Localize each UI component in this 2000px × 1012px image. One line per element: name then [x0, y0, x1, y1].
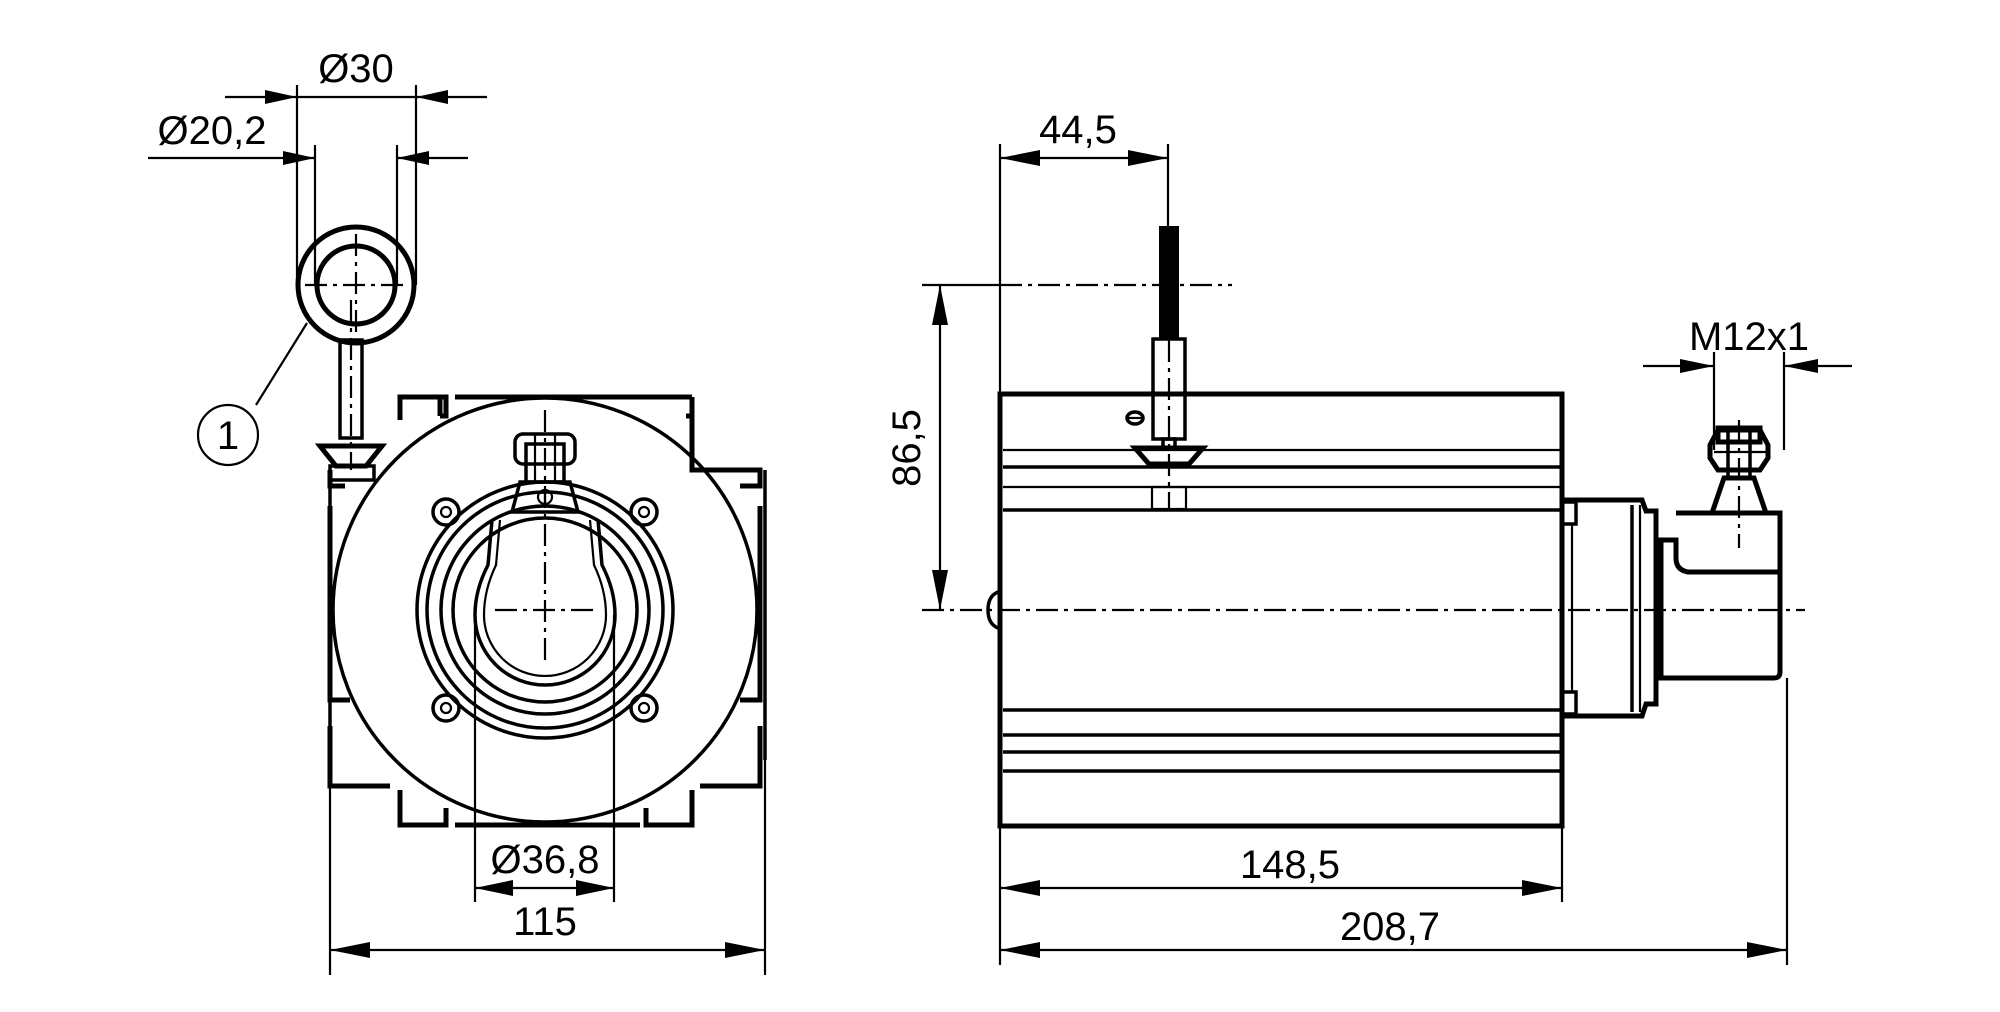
front-disc	[331, 396, 759, 824]
side-view: 44,5 86,5 M12x1 148,5	[885, 108, 1852, 965]
dim-eyelet-outer: Ø30	[225, 47, 487, 285]
dim-width: 115	[330, 900, 765, 958]
front-housing-outline	[327, 394, 767, 975]
dim-wire-height: 86,5	[885, 283, 1232, 610]
dim-connector-thread: M12x1	[1643, 315, 1852, 450]
dim-wire-height-label: 86,5	[885, 409, 929, 487]
dim-overall-length: 208,7	[1000, 678, 1789, 965]
dim-body-length-label: 148,5	[1240, 843, 1340, 887]
side-wire-outlet	[1125, 226, 1209, 511]
dim-bore-label: Ø36,8	[491, 838, 600, 882]
side-flange	[1560, 497, 1659, 719]
keyhole-bore	[473, 432, 617, 687]
dim-eyelet-inner: Ø20,2	[148, 109, 468, 285]
dim-connector-thread-label: M12x1	[1689, 315, 1809, 359]
dim-body-length: 148,5	[998, 826, 1564, 965]
mounting-screws	[431, 497, 659, 723]
wire-guide	[314, 300, 388, 482]
dim-bore: Ø36,8	[473, 615, 616, 902]
dim-eyelet-outer-label: Ø30	[318, 47, 394, 91]
m12-connector	[1707, 420, 1771, 548]
dim-overall-length-label: 208,7	[1340, 905, 1440, 949]
dim-wire-offset: 44,5	[998, 108, 1170, 394]
callout-1: 1	[196, 322, 308, 467]
dim-wire-offset-label: 44,5	[1039, 108, 1117, 152]
side-connector-housing	[1656, 510, 1783, 681]
callout-1-label: 1	[217, 414, 239, 458]
front-view: 1 Ø30 Ø20,2	[148, 47, 767, 975]
dim-eyelet-inner-label: Ø20,2	[158, 109, 267, 153]
dim-width-label: 115	[513, 900, 577, 944]
